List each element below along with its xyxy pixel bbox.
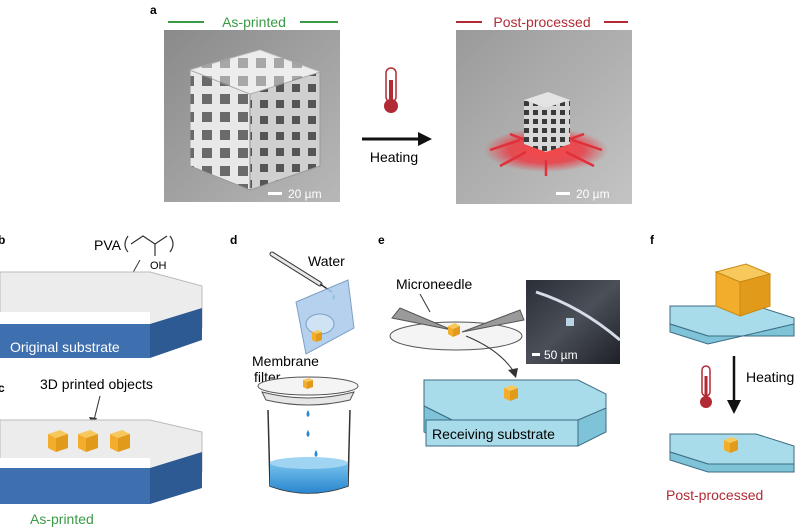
objects-pointer-line [93,395,101,421]
needle-in-image [535,290,621,342]
original-substrate-label: Original substrate [10,339,120,355]
panel-f: f Heating Post-processed [650,233,795,503]
scale-bar-e [532,353,540,356]
thermometer-icon-f [700,365,712,408]
microneedle-right [461,309,525,333]
shrunk-lattice-illustration [484,92,608,176]
substrate-after-heating-edge [669,451,795,473]
panel-a: a As-printed 20 µm Heating Post-processe… [150,3,632,204]
panel-e-letter: e [378,233,385,247]
as-printed-pva-edge [0,458,150,468]
panel-c-letter: c [0,381,5,395]
printed-cube-1 [48,430,68,452]
source-filter-disc [389,321,523,351]
transfer-arrowhead [508,368,518,378]
scale-bar-left [268,192,282,195]
drop-2 [306,430,310,437]
panel-e: e Microneedle 50 µm Receiving substrate [378,233,621,447]
thermometer-icon [384,67,398,113]
beaker-water-surface [270,457,348,469]
lattice-cube-illustration [188,49,322,191]
objects-label: 3D printed objects [40,376,153,392]
drop-3 [314,450,318,457]
beaker-water [270,462,348,493]
pva-label: PVA [94,237,122,253]
printed-cube-2 [78,430,98,452]
scale-label-left: 20 µm [288,187,322,201]
heating-arrowhead-f [727,400,741,414]
receiving-substrate-top [423,379,607,421]
scale-bar-right [556,192,570,195]
heating-arrowhead [418,132,432,146]
scale-label-e: 50 µm [544,348,578,362]
large-cube-before-heating [714,263,772,317]
membrane-label-line1: Membrane [252,353,319,369]
printed-cube-3 [110,430,130,452]
as-printed-substrate-front [0,468,150,504]
heating-label-a: Heating [370,149,418,165]
scale-label-right: 20 µm [576,187,610,201]
microneedle-label: Microneedle [396,276,472,292]
as-printed-substrate-side [150,452,202,504]
original-substrate-side [150,308,202,358]
transfer-arrow [465,335,515,373]
filter-holder [261,391,355,406]
picked-cube [448,323,460,337]
panel-b-letter: b [0,233,5,247]
receiving-substrate-label: Receiving substrate [432,426,555,442]
panel-c: c 3D printed objects As-printed [0,376,203,527]
panel-f-letter: f [650,233,655,247]
falling-cube [312,330,322,342]
pva-bracket-left [124,235,129,253]
cube-in-image [566,318,574,326]
as-printed-label: As-printed [222,14,286,30]
pva-oh-label: OH [150,260,167,272]
post-processed-label-a: Post-processed [493,14,590,30]
panel-a-letter: a [150,3,157,17]
receiving-substrate-side [577,407,607,447]
panel-d-letter: d [230,233,237,247]
pva-bracket-right [169,235,174,253]
original-substrate-front [0,324,150,358]
post-processed-label-f: Post-processed [666,487,763,503]
panel-d: d Water Membrane filter [230,233,359,494]
water-label: Water [308,253,345,269]
small-cube-after-heating [724,437,738,453]
microneedle-pointer [419,293,431,313]
pva-chain [130,235,168,245]
microneedle-left [391,307,453,331]
cube-on-filter [303,378,313,389]
as-printed-label-c: As-printed [30,511,94,527]
placed-cube [504,385,518,401]
substrate-before-heating-edge [669,318,795,345]
panel-b: b PVA OH Original substrate [0,233,203,358]
drop-1 [306,410,310,417]
heating-label-f: Heating [746,369,794,385]
pva-layer-edge [0,312,150,324]
